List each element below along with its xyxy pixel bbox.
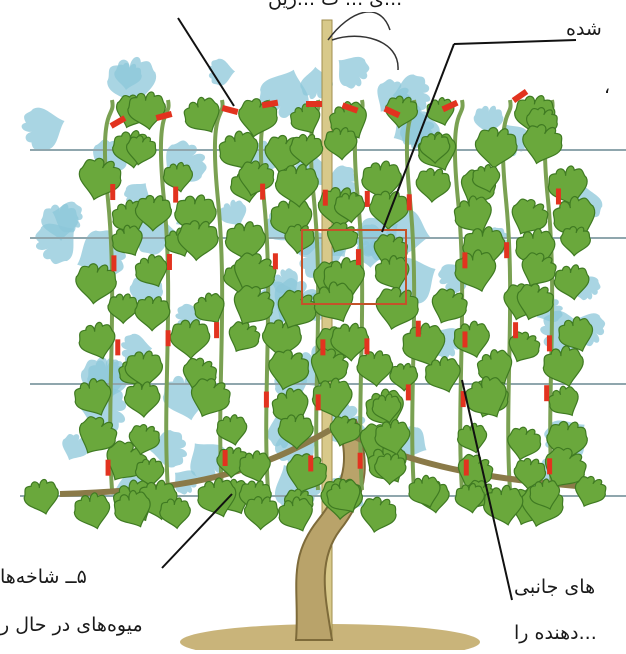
vine-leaf [135, 296, 170, 331]
label-right-mid: ، [604, 76, 610, 100]
cut-mark [513, 322, 518, 338]
cut-mark [556, 188, 561, 204]
cut-mark [166, 330, 171, 346]
cut-mark [323, 190, 328, 206]
cut-mark [273, 253, 278, 269]
vine-leaf [415, 168, 451, 204]
label-bottom-left-line1: ۵ــ شاخه‌ها [0, 566, 87, 590]
cut-mark [406, 384, 411, 400]
cut-mark [316, 394, 321, 410]
cut-mark [223, 450, 228, 466]
cut-mark [115, 339, 120, 355]
label-bottom-left-line2: میوه‌های در حال ر [0, 614, 143, 638]
cut-mark [358, 453, 363, 469]
shadow-leaf [17, 100, 71, 155]
cut-mark [111, 255, 116, 271]
cut-mark [308, 455, 313, 471]
cut-mark [167, 254, 172, 270]
cut-mark [173, 187, 178, 203]
cut-mark [504, 242, 509, 258]
cut-mark [306, 101, 322, 107]
vine-leaf [170, 319, 211, 359]
cut-mark [110, 184, 115, 200]
cut-mark [264, 392, 269, 408]
vine-leaf [357, 494, 399, 536]
cut-mark [221, 105, 238, 115]
vine-leaf [374, 453, 407, 485]
cut-mark [464, 460, 469, 476]
cut-mark [462, 252, 467, 268]
cut-mark [260, 184, 265, 200]
vine-leaf [517, 121, 566, 169]
label-bottom-right-line2: ...دهنده را [514, 622, 597, 646]
cut-mark [547, 335, 552, 351]
cut-mark [365, 191, 370, 207]
cut-mark [356, 249, 361, 265]
cut-mark [214, 322, 219, 338]
vine-leaf [21, 477, 63, 518]
cut-mark [547, 458, 552, 474]
cut-mark [407, 194, 412, 210]
label-top-right: شده [566, 18, 602, 42]
cut-mark [110, 115, 127, 128]
cut-mark [544, 385, 549, 401]
label-bottom-right-line1: های جانبی [514, 576, 595, 600]
shadow-leaf [328, 47, 375, 94]
vine-leaf [425, 284, 472, 331]
vine-leaf [123, 381, 161, 419]
cut-mark [320, 339, 325, 355]
cut-mark [364, 338, 369, 354]
cut-mark [106, 460, 111, 476]
vine-leaf [244, 496, 279, 530]
leader-line-top-right-a [454, 40, 576, 44]
cut-mark [462, 331, 467, 347]
cut-mark [416, 321, 421, 337]
label-top-left: ...ی ... ت ...زین [268, 0, 402, 12]
